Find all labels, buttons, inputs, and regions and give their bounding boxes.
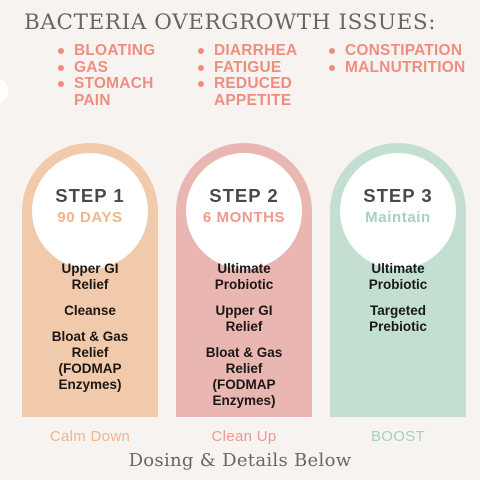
- step-1-label: STEP 1: [55, 185, 125, 206]
- step-2-footer: Clean Up: [211, 428, 277, 445]
- step-2-item: Upper GI Relief: [215, 303, 273, 334]
- issues-column-3: CONSTIPATION MALNUTRITION: [327, 42, 477, 77]
- step-2-duration: 6 MONTHS: [202, 209, 286, 226]
- step-1-items: Upper GI Relief Cleanse Bloat & Gas Reli…: [22, 261, 158, 403]
- step-1-item: Cleanse: [64, 303, 116, 318]
- step-1-duration: 90 DAYS: [57, 209, 123, 226]
- step-3-item: Ultimate Probiotic: [368, 261, 428, 292]
- step-1-footer: Calm Down: [49, 428, 131, 445]
- issue-item: DIARRHEA: [196, 42, 346, 60]
- step-3-circle: STEP 3 Maintain: [340, 153, 456, 269]
- step-2-card: STEP 2 6 MONTHS Ultimate Probiotic Upper…: [176, 143, 312, 417]
- step-2-items: Ultimate Probiotic Upper GI Relief Bloat…: [176, 261, 312, 419]
- step-3-item: Targeted Prebiotic: [369, 303, 427, 334]
- step-1-card: STEP 1 90 DAYS Upper GI Relief Cleanse B…: [22, 143, 158, 417]
- step-3-card: STEP 3 Maintain Ultimate Probiotic Targe…: [330, 143, 466, 417]
- step-3-label: STEP 3: [363, 185, 433, 206]
- step-1-circle: STEP 1 90 DAYS: [32, 153, 148, 269]
- issue-item: STOMACH PAIN: [56, 75, 206, 109]
- page-subtitle: Dosing & Details Below: [128, 450, 352, 471]
- issue-item: CONSTIPATION: [327, 42, 477, 60]
- decorative-circle: [0, 78, 8, 104]
- step-3-footer: BOOST: [370, 428, 425, 445]
- step-2-item: Ultimate Probiotic: [214, 261, 274, 292]
- issue-item: GAS: [56, 59, 206, 77]
- issue-item: FATIGUE: [196, 59, 346, 77]
- issue-item: BLOATING: [56, 42, 206, 60]
- step-2-item: Bloat & Gas Relief (FODMAP Enzymes): [205, 345, 283, 408]
- issues-column-1: BLOATING GAS STOMACH PAIN: [56, 42, 206, 109]
- issue-item: MALNUTRITION: [327, 59, 477, 77]
- issues-column-2: DIARRHEA FATIGUE REDUCED APPETITE: [196, 42, 346, 109]
- step-3-duration: Maintain: [365, 209, 431, 226]
- step-1-item: Upper GI Relief: [61, 261, 119, 292]
- step-2-label: STEP 2: [209, 185, 279, 206]
- issue-item: REDUCED APPETITE: [196, 75, 346, 109]
- page-title: BACTERIA OVERGROWTH ISSUES:: [24, 10, 437, 35]
- step-3-items: Ultimate Probiotic Targeted Prebiotic: [330, 261, 466, 345]
- step-1-item: Bloat & Gas Relief (FODMAP Enzymes): [51, 329, 129, 392]
- step-2-circle: STEP 2 6 MONTHS: [186, 153, 302, 269]
